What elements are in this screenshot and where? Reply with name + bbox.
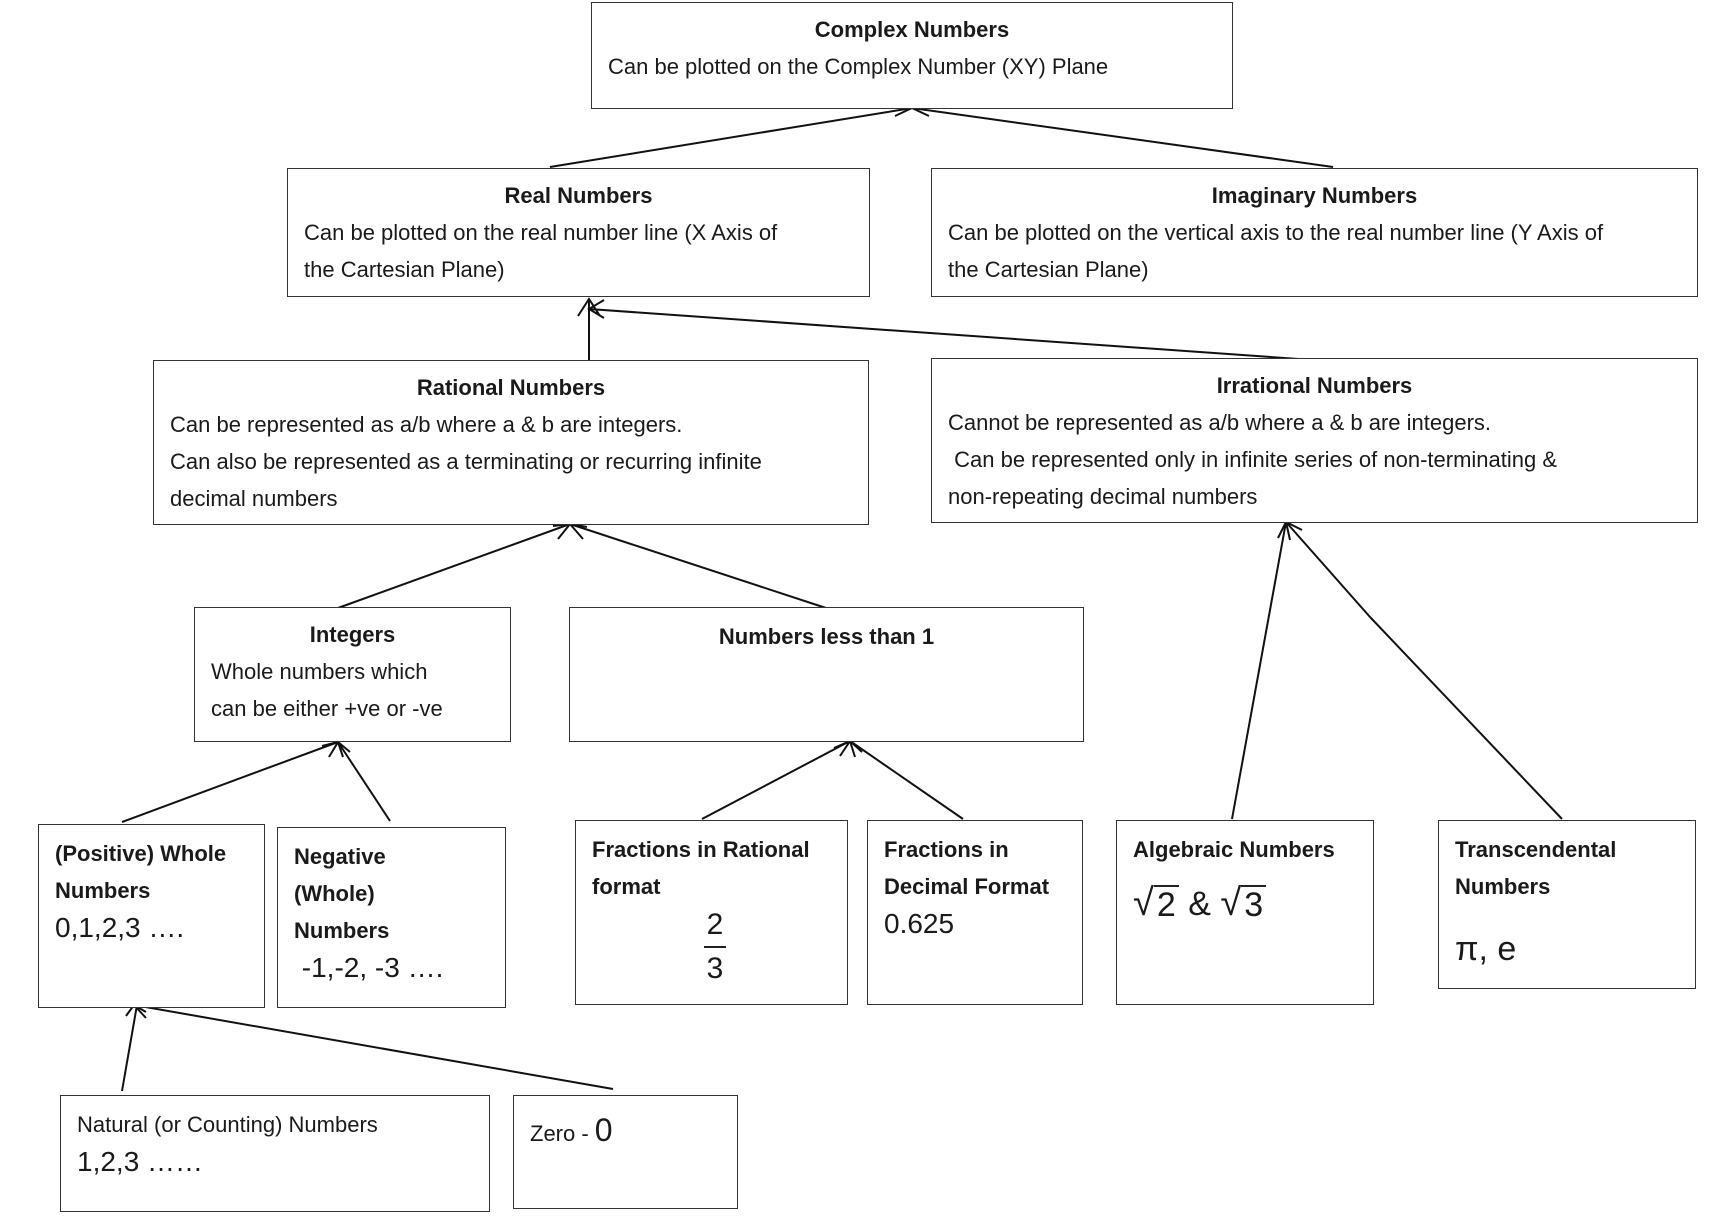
- node-title: Integers: [309, 622, 396, 647]
- node-title: Imaginary Numbers: [1211, 183, 1418, 208]
- node-positive-whole-numbers: (Positive) Whole Numbers 0,1,2,3 ….: [38, 824, 265, 1008]
- zero-value: 0: [594, 1112, 613, 1148]
- node-fractions-decimal-format: Fractions in Decimal Format 0.625: [867, 820, 1083, 1005]
- node-zero: Zero - 0: [513, 1095, 738, 1209]
- node-title: Rational Numbers: [416, 375, 606, 400]
- connector-positivewhole-integers: [121, 741, 339, 823]
- fraction-example: 2 3: [704, 907, 726, 987]
- node-imaginary-numbers: Imaginary Numbers Can be plotted on the …: [931, 168, 1698, 297]
- node-algebraic-numbers: Algebraic Numbers √2 & √3: [1116, 820, 1374, 1005]
- node-title: format: [592, 874, 661, 899]
- connector-irrational-real: [588, 308, 1314, 361]
- node-title: Complex Numbers: [814, 17, 1010, 42]
- node-title: (Whole): [294, 881, 375, 906]
- node-description: can be either +ve or -ve: [211, 696, 443, 721]
- node-complex-numbers: Complex Numbers Can be plotted on the Co…: [591, 2, 1233, 109]
- radical-sign: √: [1133, 882, 1154, 924]
- node-example: 1,2,3 ……: [77, 1146, 204, 1177]
- zero-label: Zero -: [530, 1121, 595, 1146]
- fraction-bar: [704, 946, 726, 948]
- node-description: non-repeating decimal numbers: [948, 484, 1258, 509]
- node-fractions-rational-format: Fractions in Rational format 2 3: [575, 820, 848, 1005]
- connector-natural-positivewhole: [121, 1004, 138, 1092]
- node-example: -1,-2, -3 ….: [294, 952, 444, 983]
- node-title: Fractions in Rational: [592, 837, 810, 862]
- node-example: 0,1,2,3 ….: [55, 912, 185, 943]
- node-title: Irrational Numbers: [1216, 373, 1413, 398]
- radicand: 3: [1241, 885, 1267, 923]
- node-title: Decimal Format: [884, 874, 1050, 899]
- node-description: the Cartesian Plane): [948, 257, 1149, 282]
- arrowhead-integers: [321, 738, 351, 758]
- node-description: the Cartesian Plane): [304, 257, 505, 282]
- radical-example: √2 & √3: [1133, 882, 1357, 926]
- connector-fracdecimal-lessthan1: [849, 740, 964, 820]
- node-description: Can be represented as a/b where a & b ar…: [170, 412, 683, 437]
- node-description: Whole numbers which: [211, 659, 428, 684]
- node-description: decimal numbers: [170, 486, 338, 511]
- node-title: Natural (or Counting) Numbers: [77, 1112, 378, 1137]
- node-title: Numbers: [294, 918, 390, 943]
- node-title: Real Numbers: [504, 183, 653, 208]
- node-title: (Positive) Whole: [55, 841, 227, 866]
- connector-real-complex: [549, 107, 913, 168]
- connector-zero-positivewhole: [133, 1004, 614, 1090]
- node-description: Can be represented only in infinite seri…: [948, 447, 1558, 472]
- node-numbers-less-than-1: Numbers less than 1: [569, 607, 1084, 742]
- node-example: π, e: [1455, 930, 1517, 968]
- node-example: 0.625: [884, 908, 955, 939]
- node-transcendental-numbers: Transcendental Numbers π, e: [1438, 820, 1696, 989]
- connector-algebraic-irrational: [1231, 521, 1287, 820]
- node-title: Algebraic Numbers: [1133, 837, 1335, 862]
- arrowhead-rational: [552, 522, 588, 540]
- connector-transcendental-irrational: [1369, 616, 1563, 820]
- connector-integers-rational: [337, 523, 571, 609]
- radicand: 2: [1153, 885, 1179, 923]
- conjunction: &: [1188, 885, 1211, 923]
- node-rational-numbers: Rational Numbers Can be represented as a…: [153, 360, 869, 525]
- node-description: Can be plotted on the real number line (…: [304, 220, 778, 245]
- connector-negativewhole-integers: [337, 741, 391, 822]
- node-description: Can also be represented as a terminating…: [170, 449, 762, 474]
- node-title: Fractions in: [884, 837, 1009, 862]
- connector-fracrational-lessthan1: [701, 740, 851, 820]
- connector-lessthan1-rational: [569, 523, 827, 609]
- node-integers: Integers Whole numbers which can be eith…: [194, 607, 511, 742]
- node-description: Can be plotted on the Complex Number (XY…: [608, 54, 1109, 79]
- node-real-numbers: Real Numbers Can be plotted on the real …: [287, 168, 870, 297]
- node-negative-whole-numbers: Negative (Whole) Numbers -1,-2, -3 ….: [277, 827, 506, 1008]
- node-description: Can be plotted on the vertical axis to t…: [948, 220, 1604, 245]
- node-natural-numbers: Natural (or Counting) Numbers 1,2,3 ……: [60, 1095, 490, 1212]
- connector-transcendental-irrational-upper: [1285, 521, 1371, 618]
- square-root-2: √2: [1133, 883, 1179, 923]
- node-title: Negative: [294, 844, 386, 869]
- fraction-numerator: 2: [706, 908, 724, 941]
- node-description: Cannot be represented as a/b where a & b…: [948, 410, 1492, 435]
- square-root-3: √3: [1220, 882, 1267, 924]
- node-irrational-numbers: Irrational Numbers Cannot be represented…: [931, 358, 1698, 523]
- connector-imaginary-complex: [911, 107, 1334, 168]
- node-title: Transcendental: [1455, 837, 1617, 862]
- arrowhead-lessthan1: [833, 737, 863, 758]
- node-title: Numbers: [1455, 874, 1551, 899]
- node-title: Numbers less than 1: [718, 624, 935, 649]
- fraction-denominator: 3: [706, 952, 724, 985]
- zero-label-row: Zero - 0: [530, 1110, 721, 1154]
- arrowhead-real: [577, 297, 605, 319]
- radical-sign: √: [1220, 882, 1242, 924]
- node-title: Numbers: [55, 878, 151, 903]
